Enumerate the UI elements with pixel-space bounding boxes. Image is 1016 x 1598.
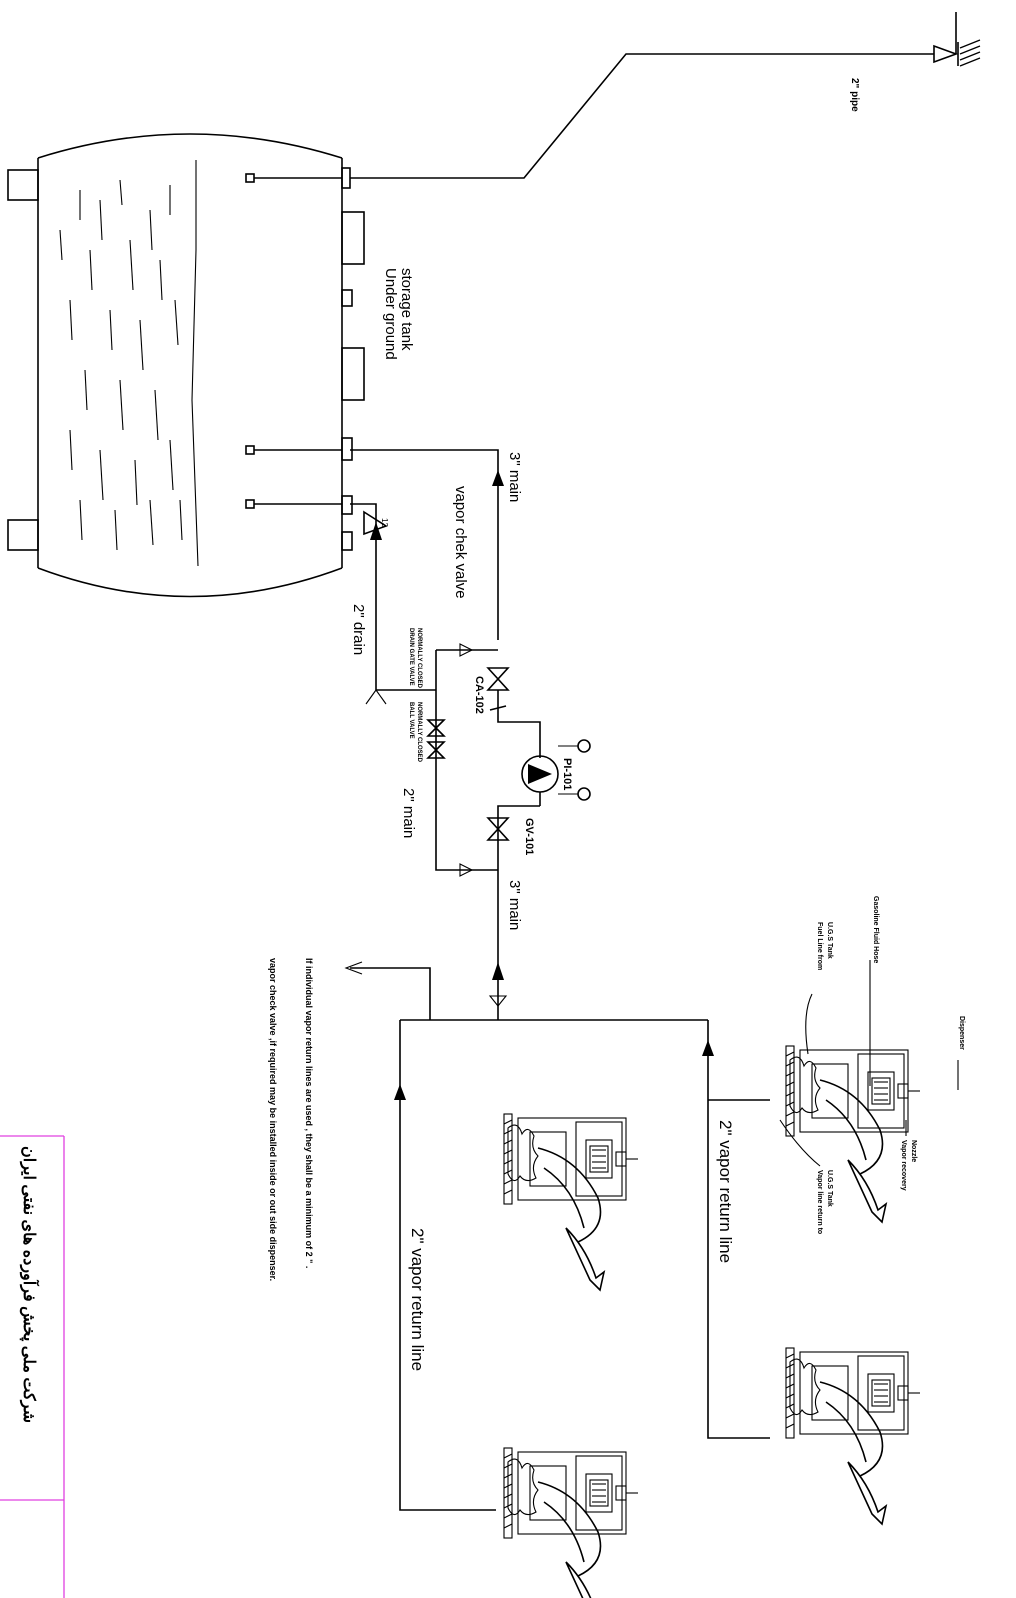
vapor-return-upper: 2" vapor return line bbox=[716, 1120, 735, 1263]
title-block bbox=[0, 1135, 65, 1598]
small-drain-1: DRAIN GATE VALVE bbox=[408, 628, 414, 686]
tank-flag: 12 bbox=[363, 510, 389, 536]
vent-pipe bbox=[350, 53, 934, 179]
tank-label-line2: storage tank bbox=[398, 268, 415, 351]
svg-text:12: 12 bbox=[380, 518, 389, 527]
small-drain-2: NORMALLY CLOSED bbox=[416, 628, 422, 689]
drain-line bbox=[350, 503, 377, 690]
title-block-text: شرکت ملی پخش فرآورده های نفتی ایران bbox=[19, 1146, 41, 1423]
note-2: vapor check valve ,if required may be in… bbox=[268, 958, 278, 1281]
valve-ca-label: CA-102 bbox=[473, 676, 485, 714]
dispenser-2 bbox=[785, 1347, 921, 1525]
liquid-hatching bbox=[59, 179, 183, 551]
vent-cap bbox=[933, 12, 981, 67]
vapor-return-lower: 2" vapor return line bbox=[408, 1228, 427, 1371]
vapor-check-valve-label: vapor chek valve bbox=[452, 486, 469, 599]
valve-gv-label: GV-101 bbox=[523, 818, 535, 855]
vapor-line-return-label-1: Vapor line return to bbox=[816, 1170, 823, 1234]
main-3-left bbox=[350, 449, 499, 640]
pi-label: PI-101 bbox=[561, 758, 573, 790]
dispenser-label: Dispenser bbox=[958, 1016, 965, 1050]
fuel-line-label-2: U.G.S Tank bbox=[826, 922, 833, 959]
note-1: If individual vapor return lines are use… bbox=[304, 958, 314, 1268]
main-3-left-label: 3" main bbox=[506, 452, 523, 502]
fuel-line-label-1: Fuel Line from bbox=[816, 922, 823, 970]
vapor-line-return-label-2: U.G.S Tank bbox=[826, 1170, 833, 1207]
tank-label-line1: Under ground bbox=[382, 268, 399, 360]
vapor-nozzle-label-1: Vapor recovery bbox=[900, 1140, 907, 1191]
pipe-label: 2" pipe bbox=[849, 78, 860, 112]
dispenser-1 bbox=[785, 1045, 921, 1223]
dispenser-4 bbox=[503, 1447, 639, 1598]
drain-label: 2" drain bbox=[350, 604, 367, 655]
dispenser-3 bbox=[503, 1113, 639, 1291]
storage-tank bbox=[7, 133, 365, 598]
main-3-right-label: 3" main bbox=[506, 880, 523, 930]
vapor-nozzle-label-2: Nozzle bbox=[910, 1140, 917, 1162]
small-ball-1: BALL VALVE bbox=[408, 702, 414, 739]
manifold-left bbox=[435, 650, 498, 871]
small-ball-2: NORMALLY CLOSED bbox=[416, 702, 422, 763]
main-2-label: 2" main bbox=[400, 788, 417, 838]
gasoline-hose-label: Gasoline Fluid Hose bbox=[872, 896, 879, 963]
